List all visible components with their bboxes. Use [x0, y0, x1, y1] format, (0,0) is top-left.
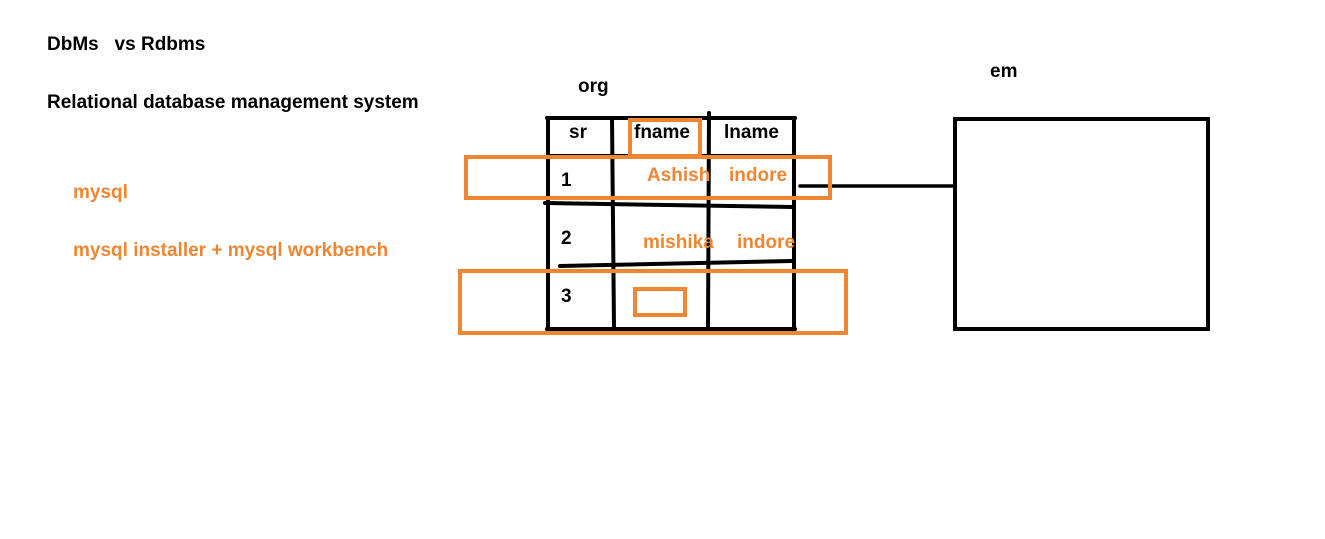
row-3-fname-cell-highlight — [633, 287, 687, 317]
org-table-grid — [543, 111, 797, 332]
row-divider-1 — [543, 201, 794, 209]
org-table-label: org — [578, 76, 609, 97]
row-1-highlight — [464, 155, 832, 200]
column-divider-2 — [706, 111, 711, 332]
heading-dbms-vs-rdbms: DbMs vs Rdbms — [47, 34, 206, 55]
column-header-lname: lname — [724, 122, 779, 143]
column-header-fname: fname — [634, 122, 690, 143]
em-entity-label: em — [990, 61, 1018, 82]
rdbms-definition: Relational database management system — [47, 92, 419, 113]
row-2-lname: indore — [737, 232, 796, 253]
column-header-sr: sr — [569, 122, 587, 143]
column-divider-1 — [610, 116, 616, 330]
em-entity-box — [953, 117, 1210, 331]
row-2-sr: 2 — [561, 228, 572, 249]
row-3-highlight — [458, 269, 848, 335]
row-divider-2 — [558, 259, 794, 268]
row-2-fname: mishika — [643, 232, 714, 253]
note-item-mysql: mysql — [73, 182, 128, 203]
row-1-sr: 1 — [561, 170, 572, 191]
row-1-fname: Ashish — [647, 165, 711, 186]
row-3-sr: 3 — [561, 286, 572, 307]
row-1-lname: indore — [729, 165, 788, 186]
note-item-mysql-tools: mysql installer + mysql workbench — [73, 240, 389, 261]
orange-highlights — [458, 118, 848, 335]
